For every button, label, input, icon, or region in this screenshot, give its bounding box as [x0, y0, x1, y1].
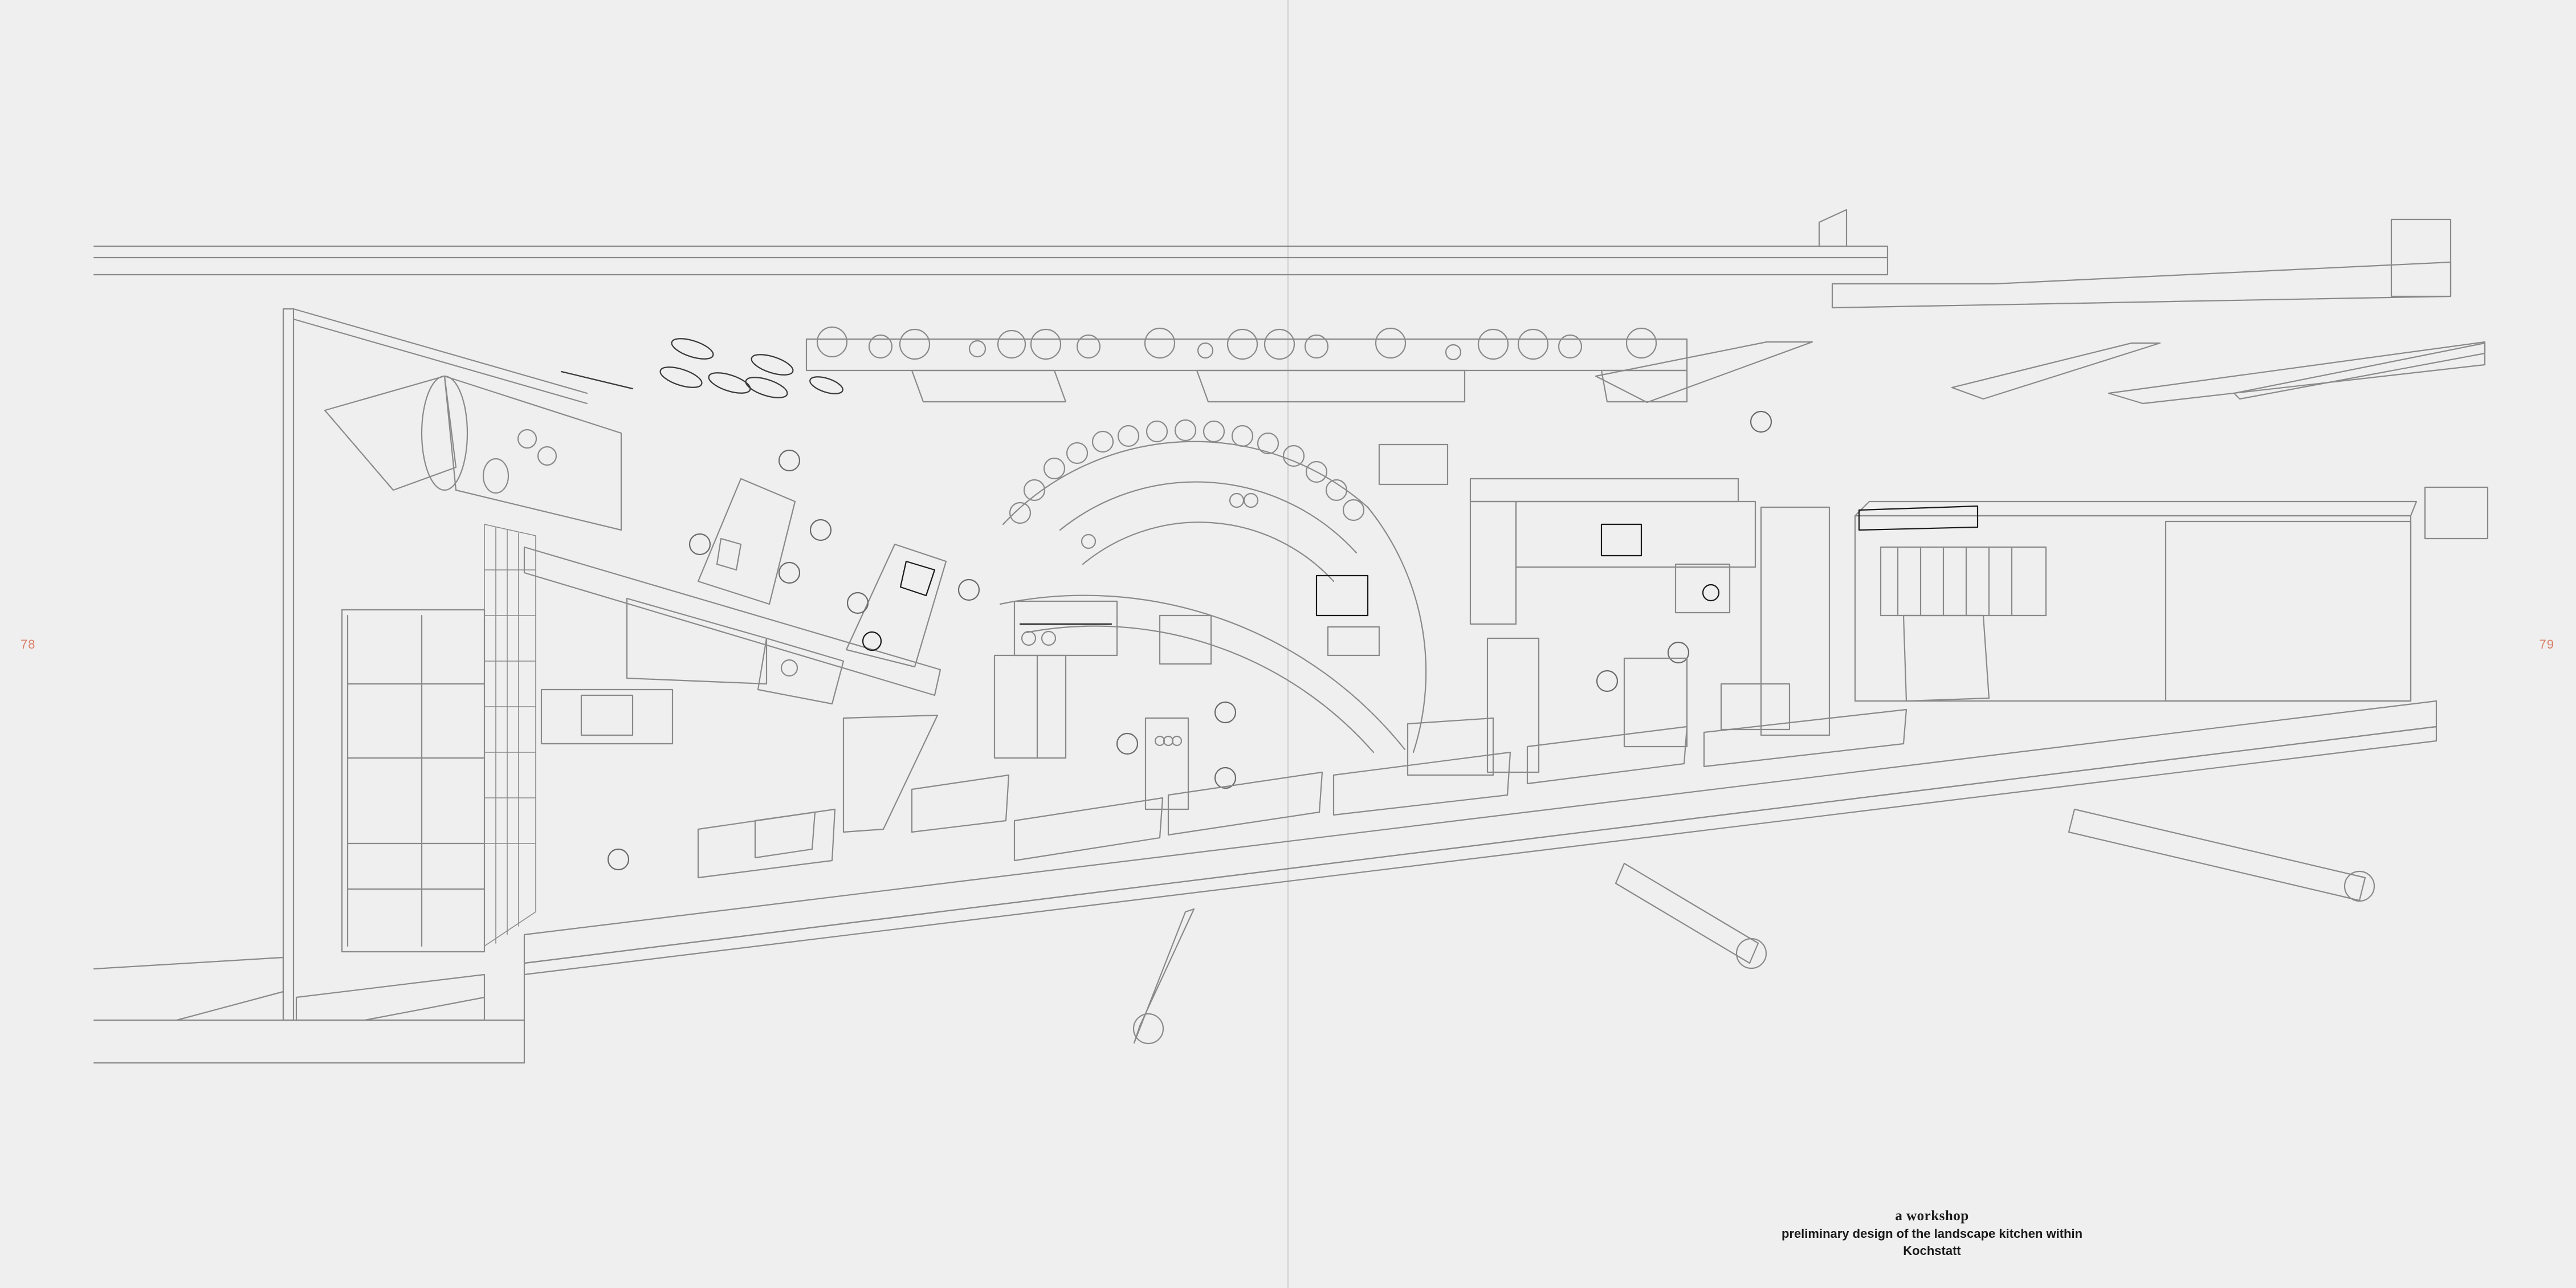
page-gutter	[1287, 0, 1289, 1288]
floor-base	[93, 956, 525, 1064]
work-table-2	[845, 543, 947, 668]
floating-pipes	[1132, 808, 2375, 1045]
diagonal-counter	[523, 546, 941, 745]
caption-subtitle: preliminary design of the landscape kitc…	[1781, 1226, 2083, 1258]
tiled-column	[484, 524, 536, 947]
caption-title: a workshop	[1895, 1208, 1969, 1224]
right-slab-block	[1854, 486, 2489, 702]
front-counter	[523, 683, 2438, 976]
page-number-right: 79	[2539, 637, 2554, 651]
top-beam	[93, 209, 1889, 276]
work-table-1	[697, 478, 796, 605]
central-stove	[993, 600, 1212, 810]
pot-rack	[805, 326, 1688, 403]
left-wall	[282, 308, 588, 1021]
page-number-left: 78	[21, 637, 36, 651]
stools	[607, 410, 1772, 871]
figure-caption: a workshop preliminary design of the lan…	[1755, 1207, 2109, 1260]
pans	[560, 338, 843, 398]
right-workstation	[1315, 443, 1831, 773]
hood	[324, 375, 622, 531]
curved-island	[999, 419, 1427, 753]
roof-slabs-right	[1595, 218, 2486, 405]
